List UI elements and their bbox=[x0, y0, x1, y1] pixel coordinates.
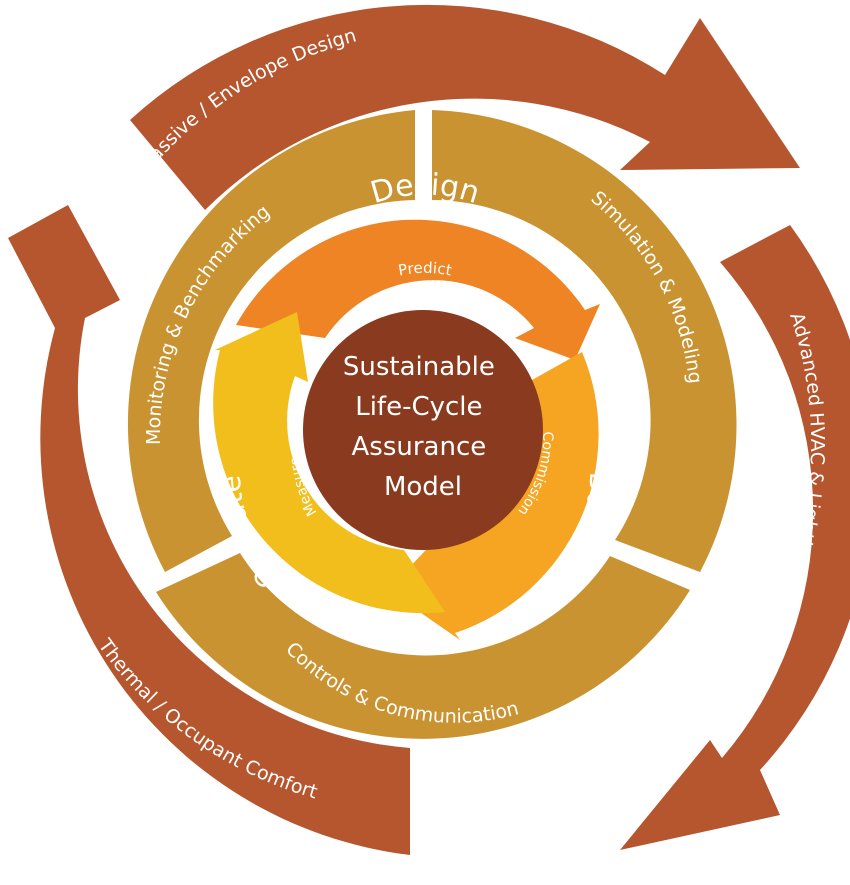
design-title: Design bbox=[367, 167, 484, 211]
outer-arrow-thermal-shape bbox=[8, 205, 410, 855]
center-hub: Sustainable Life-Cycle Assurance Model bbox=[303, 310, 543, 550]
design-subtitle: Predict bbox=[397, 259, 454, 280]
center-line-2: Life-Cycle bbox=[355, 392, 482, 422]
center-circle bbox=[303, 310, 543, 550]
middle-ring-monitoring-segment bbox=[127, 110, 415, 572]
center-line-4: Model bbox=[384, 472, 462, 502]
center-line-3: Assurance bbox=[351, 432, 486, 462]
center-title: Sustainable Life-Cycle Assurance Model bbox=[343, 352, 503, 502]
operate-arrow bbox=[213, 312, 445, 614]
center-line-1: Sustainable bbox=[343, 352, 495, 382]
build-arrow bbox=[388, 352, 599, 640]
design-arrow bbox=[236, 219, 600, 360]
outer-arrow-passive-shape bbox=[130, 4, 800, 211]
middle-ring-controls-segment bbox=[156, 553, 690, 739]
middle-ring-simulation-segment bbox=[432, 110, 737, 572]
outer-arrow-hvac-shape bbox=[620, 225, 850, 850]
middle-ring: Monitoring & Benchmarking Simulation & M… bbox=[127, 110, 737, 739]
inner-cycle: Design Predict Build Commission Operate … bbox=[213, 167, 616, 640]
